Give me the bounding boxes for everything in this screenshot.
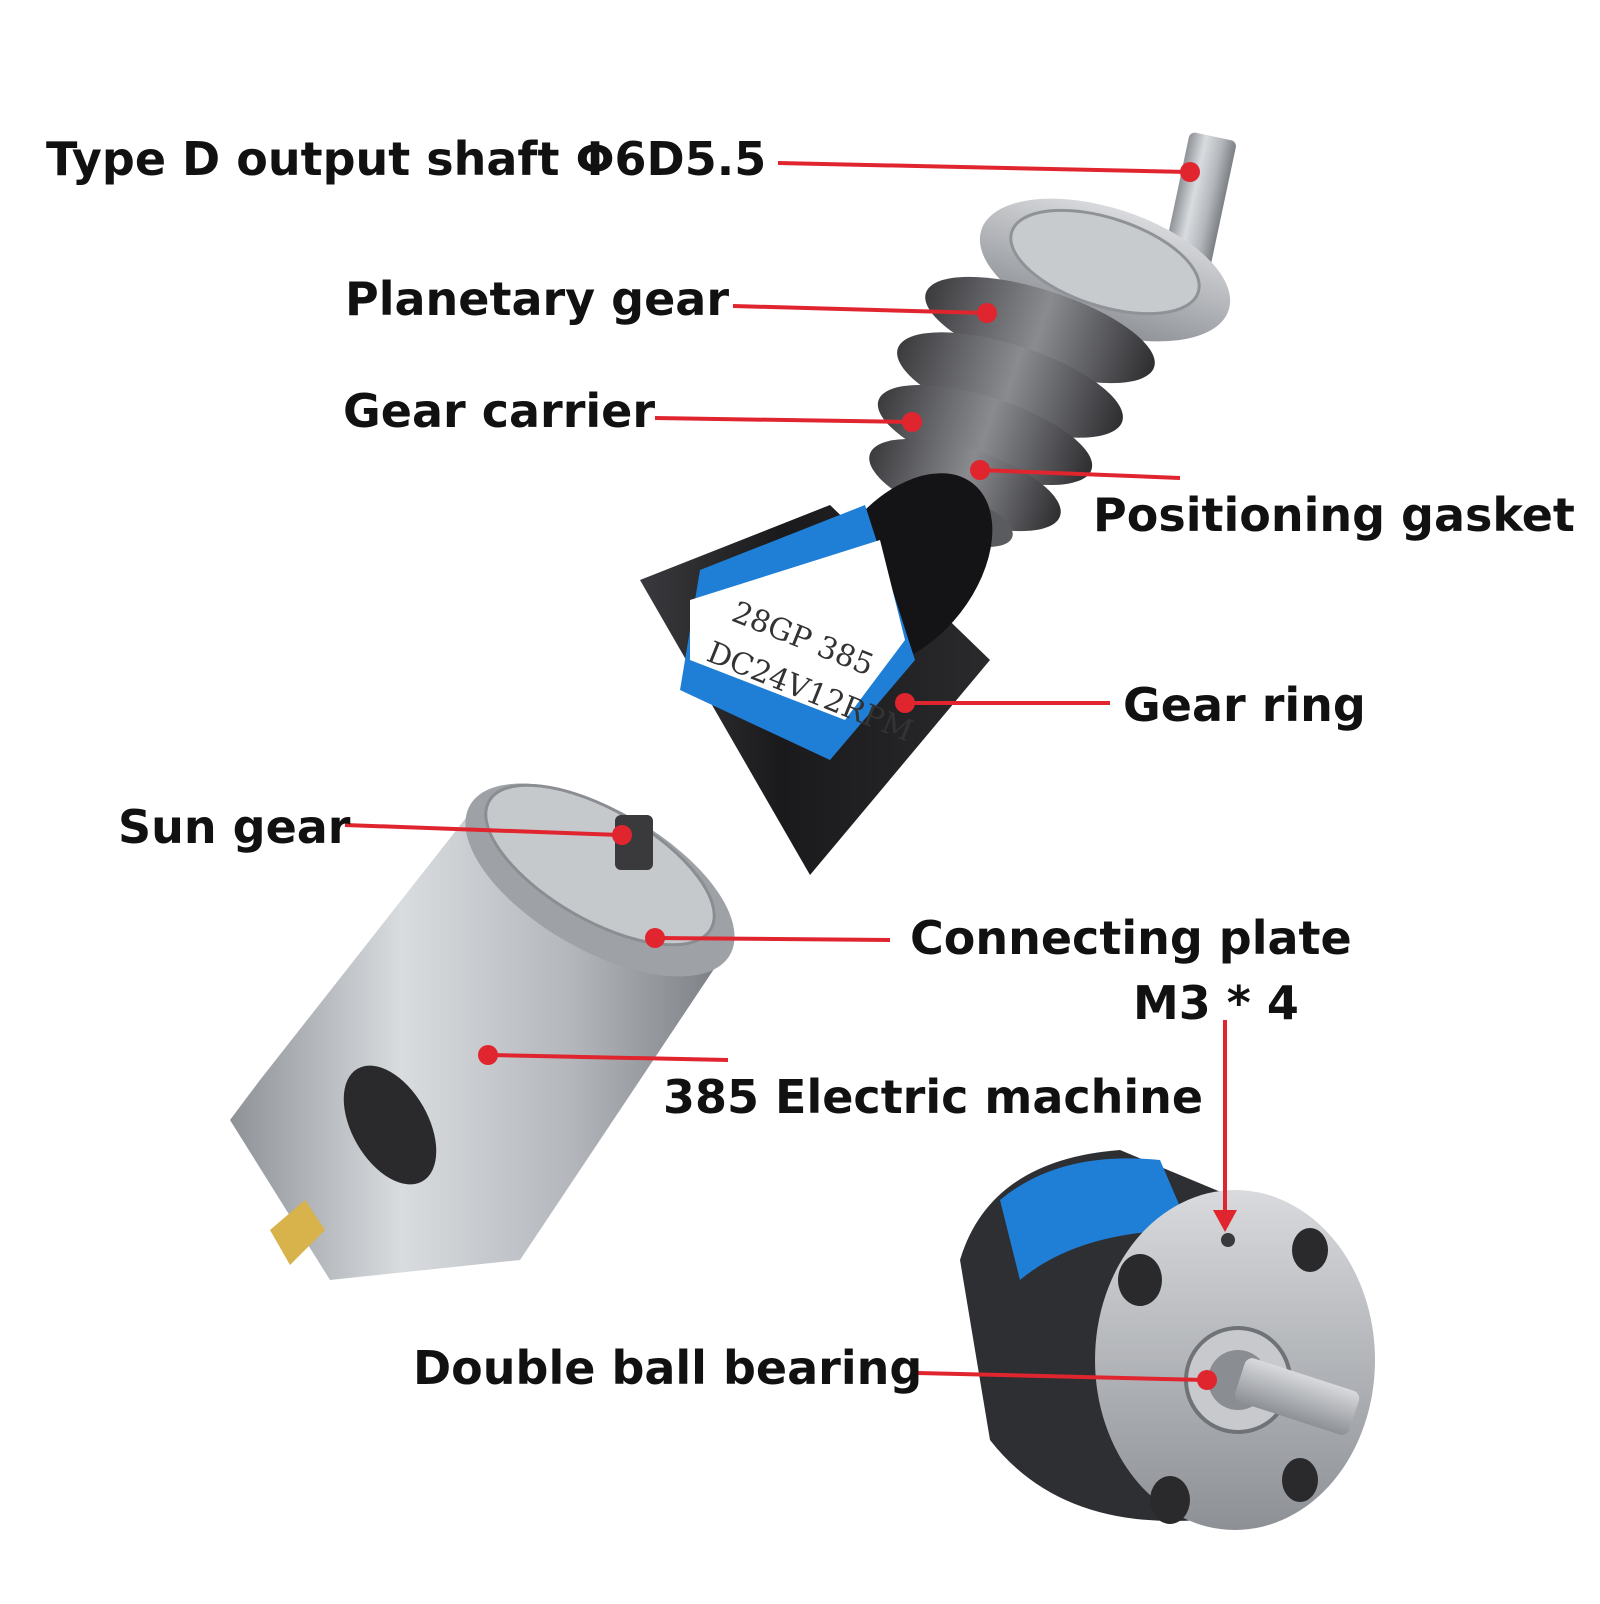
assembled-output-shaft [1234,1358,1360,1435]
leader-dot-gear-ring [895,693,915,713]
callout-sun-gear: Sun gear [118,800,351,854]
leader-planetary-gear [732,304,986,315]
mount-hole-3 [1282,1458,1318,1502]
gear-layer-3 [877,384,1093,486]
leader-connecting-plate [654,936,891,942]
callout-output-shaft: Type D output shaft Φ6D5.5 [46,132,767,186]
leader-lines [344,161,1237,1390]
mount-hole-2 [1292,1228,1328,1272]
mount-hole-1 [1118,1254,1162,1306]
callout-connecting-plate: Connecting plate [910,911,1352,965]
leader-dot-double-ball-bearing [1197,1370,1217,1390]
leader-positioning-gasket [979,468,1181,480]
leader-dot-electric-machine [478,1045,498,1065]
callout-gear-carrier: Gear carrier [343,384,656,438]
gear-ring-part: 28GP 385 DC24V12RPM [640,473,993,875]
callout-positioning-gasket: Positioning gasket [1093,488,1575,542]
leader-dot-sun-gear [612,825,632,845]
callout-electric-machine: 385 Electric machine [663,1070,1204,1124]
m3-screw-hole [1221,1233,1235,1247]
callout-gear-ring: Gear ring [1123,678,1366,732]
leader-double-ball-bearing [917,1371,1206,1382]
mount-hole-4 [1150,1476,1190,1524]
leader-arrow-m3x4 [1213,1210,1237,1232]
leader-output-shaft [777,161,1189,174]
gear-layer-2 [897,332,1123,438]
leader-dot-gear-carrier [902,412,922,432]
gear-layer-1 [925,276,1155,384]
leader-gear-carrier [654,416,911,424]
leader-electric-machine [489,1053,729,1062]
leader-sun-gear [344,823,621,837]
assembled-gearmotor [960,1150,1375,1530]
motor-terminal [270,1200,325,1265]
gear-ring-label-white [690,540,905,720]
leader-dot-connecting-plate [645,928,665,948]
motor-vent-slot [343,1065,437,1185]
leader-dot-positioning-gasket [970,460,990,480]
callout-planetary-gear: Planetary gear [345,272,730,326]
leader-dot-output-shaft [1180,162,1200,182]
callout-double-ball-bearing: Double ball bearing [413,1341,923,1395]
assembled-motor-label [1000,1158,1190,1280]
callout-m3x4: M3 * 4 [1133,976,1299,1030]
flange-face [1009,208,1201,316]
leader-dot-planetary-gear [977,303,997,323]
